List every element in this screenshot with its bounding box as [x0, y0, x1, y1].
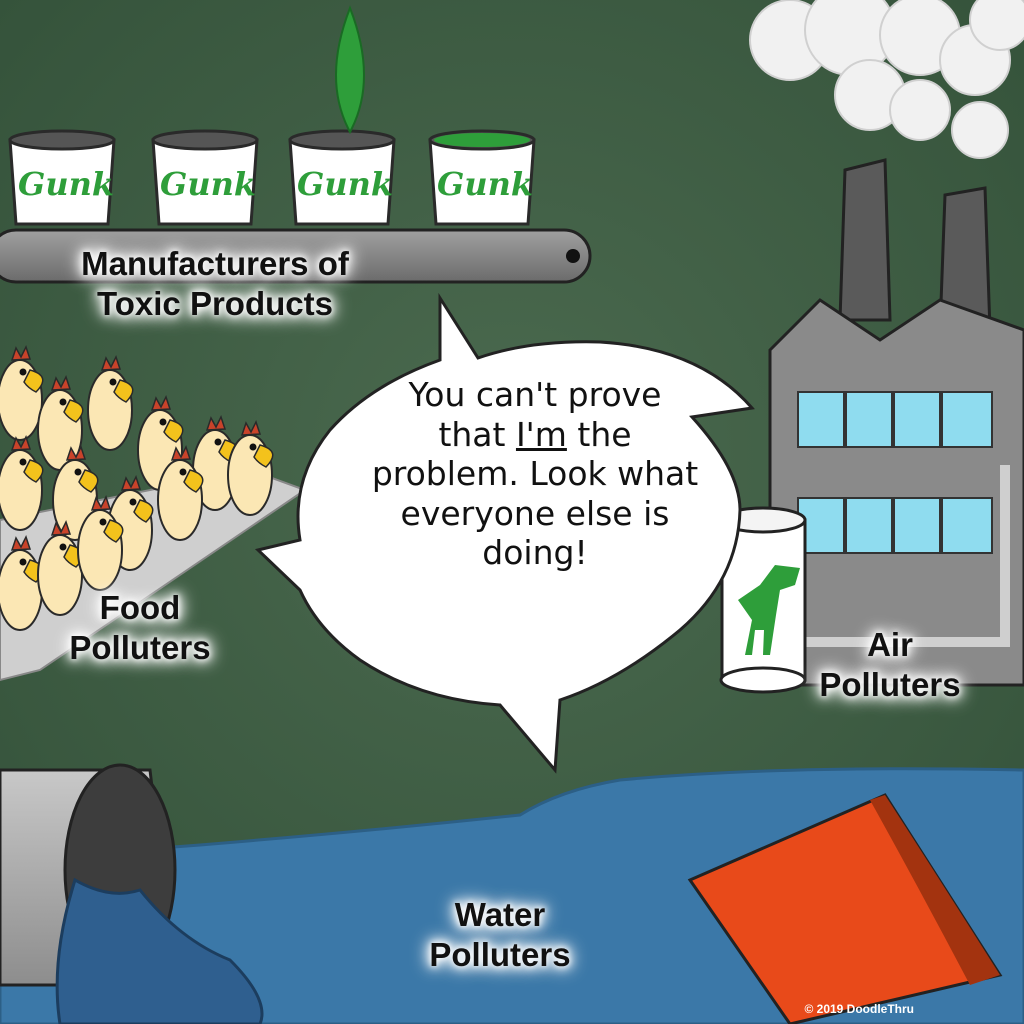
dinosaur-icon: [738, 565, 800, 655]
speech-line-5: doing!: [482, 533, 588, 573]
drain-pipe: [0, 763, 264, 1024]
bucket-label-3: Gunk: [297, 165, 394, 203]
smoke-cloud: [749, 0, 1024, 159]
bucket-label-4: Gunk: [437, 165, 534, 203]
label-air-polluters: Air Polluters: [819, 626, 961, 704]
label-manufacturers: Manufacturers of Toxic Products: [81, 245, 349, 323]
chimney-left: [838, 158, 892, 322]
copyright-notice: © 2019 DoodleThru: [804, 1002, 914, 1016]
speech-text: You can't prove that I'm the problem. Lo…: [325, 375, 745, 573]
conveyor-belt: [0, 228, 592, 284]
gunk-buckets: [8, 5, 536, 226]
gunk-drop-icon: [335, 5, 365, 135]
dino-can: [719, 506, 807, 694]
label-water-polluters: Water Polluters: [429, 896, 571, 974]
speech-line-3: problem. Look what: [371, 454, 699, 494]
red-bucket: [687, 793, 1003, 1024]
factory-windows: [797, 391, 993, 554]
speech-emphasis: I'm: [515, 414, 567, 454]
speech-line-4: everyone else is: [400, 493, 670, 533]
bucket-label-1: Gunk: [18, 165, 115, 203]
factory-pipe: [790, 465, 1010, 647]
speech-line-1: You can't prove: [408, 375, 662, 414]
label-food-polluters: Food Polluters: [69, 589, 211, 667]
chicken-flock: [0, 346, 308, 682]
speech-line-2: that I'm the: [438, 414, 632, 454]
bucket-label-2: Gunk: [160, 165, 257, 203]
speech-bubble: [254, 292, 755, 774]
